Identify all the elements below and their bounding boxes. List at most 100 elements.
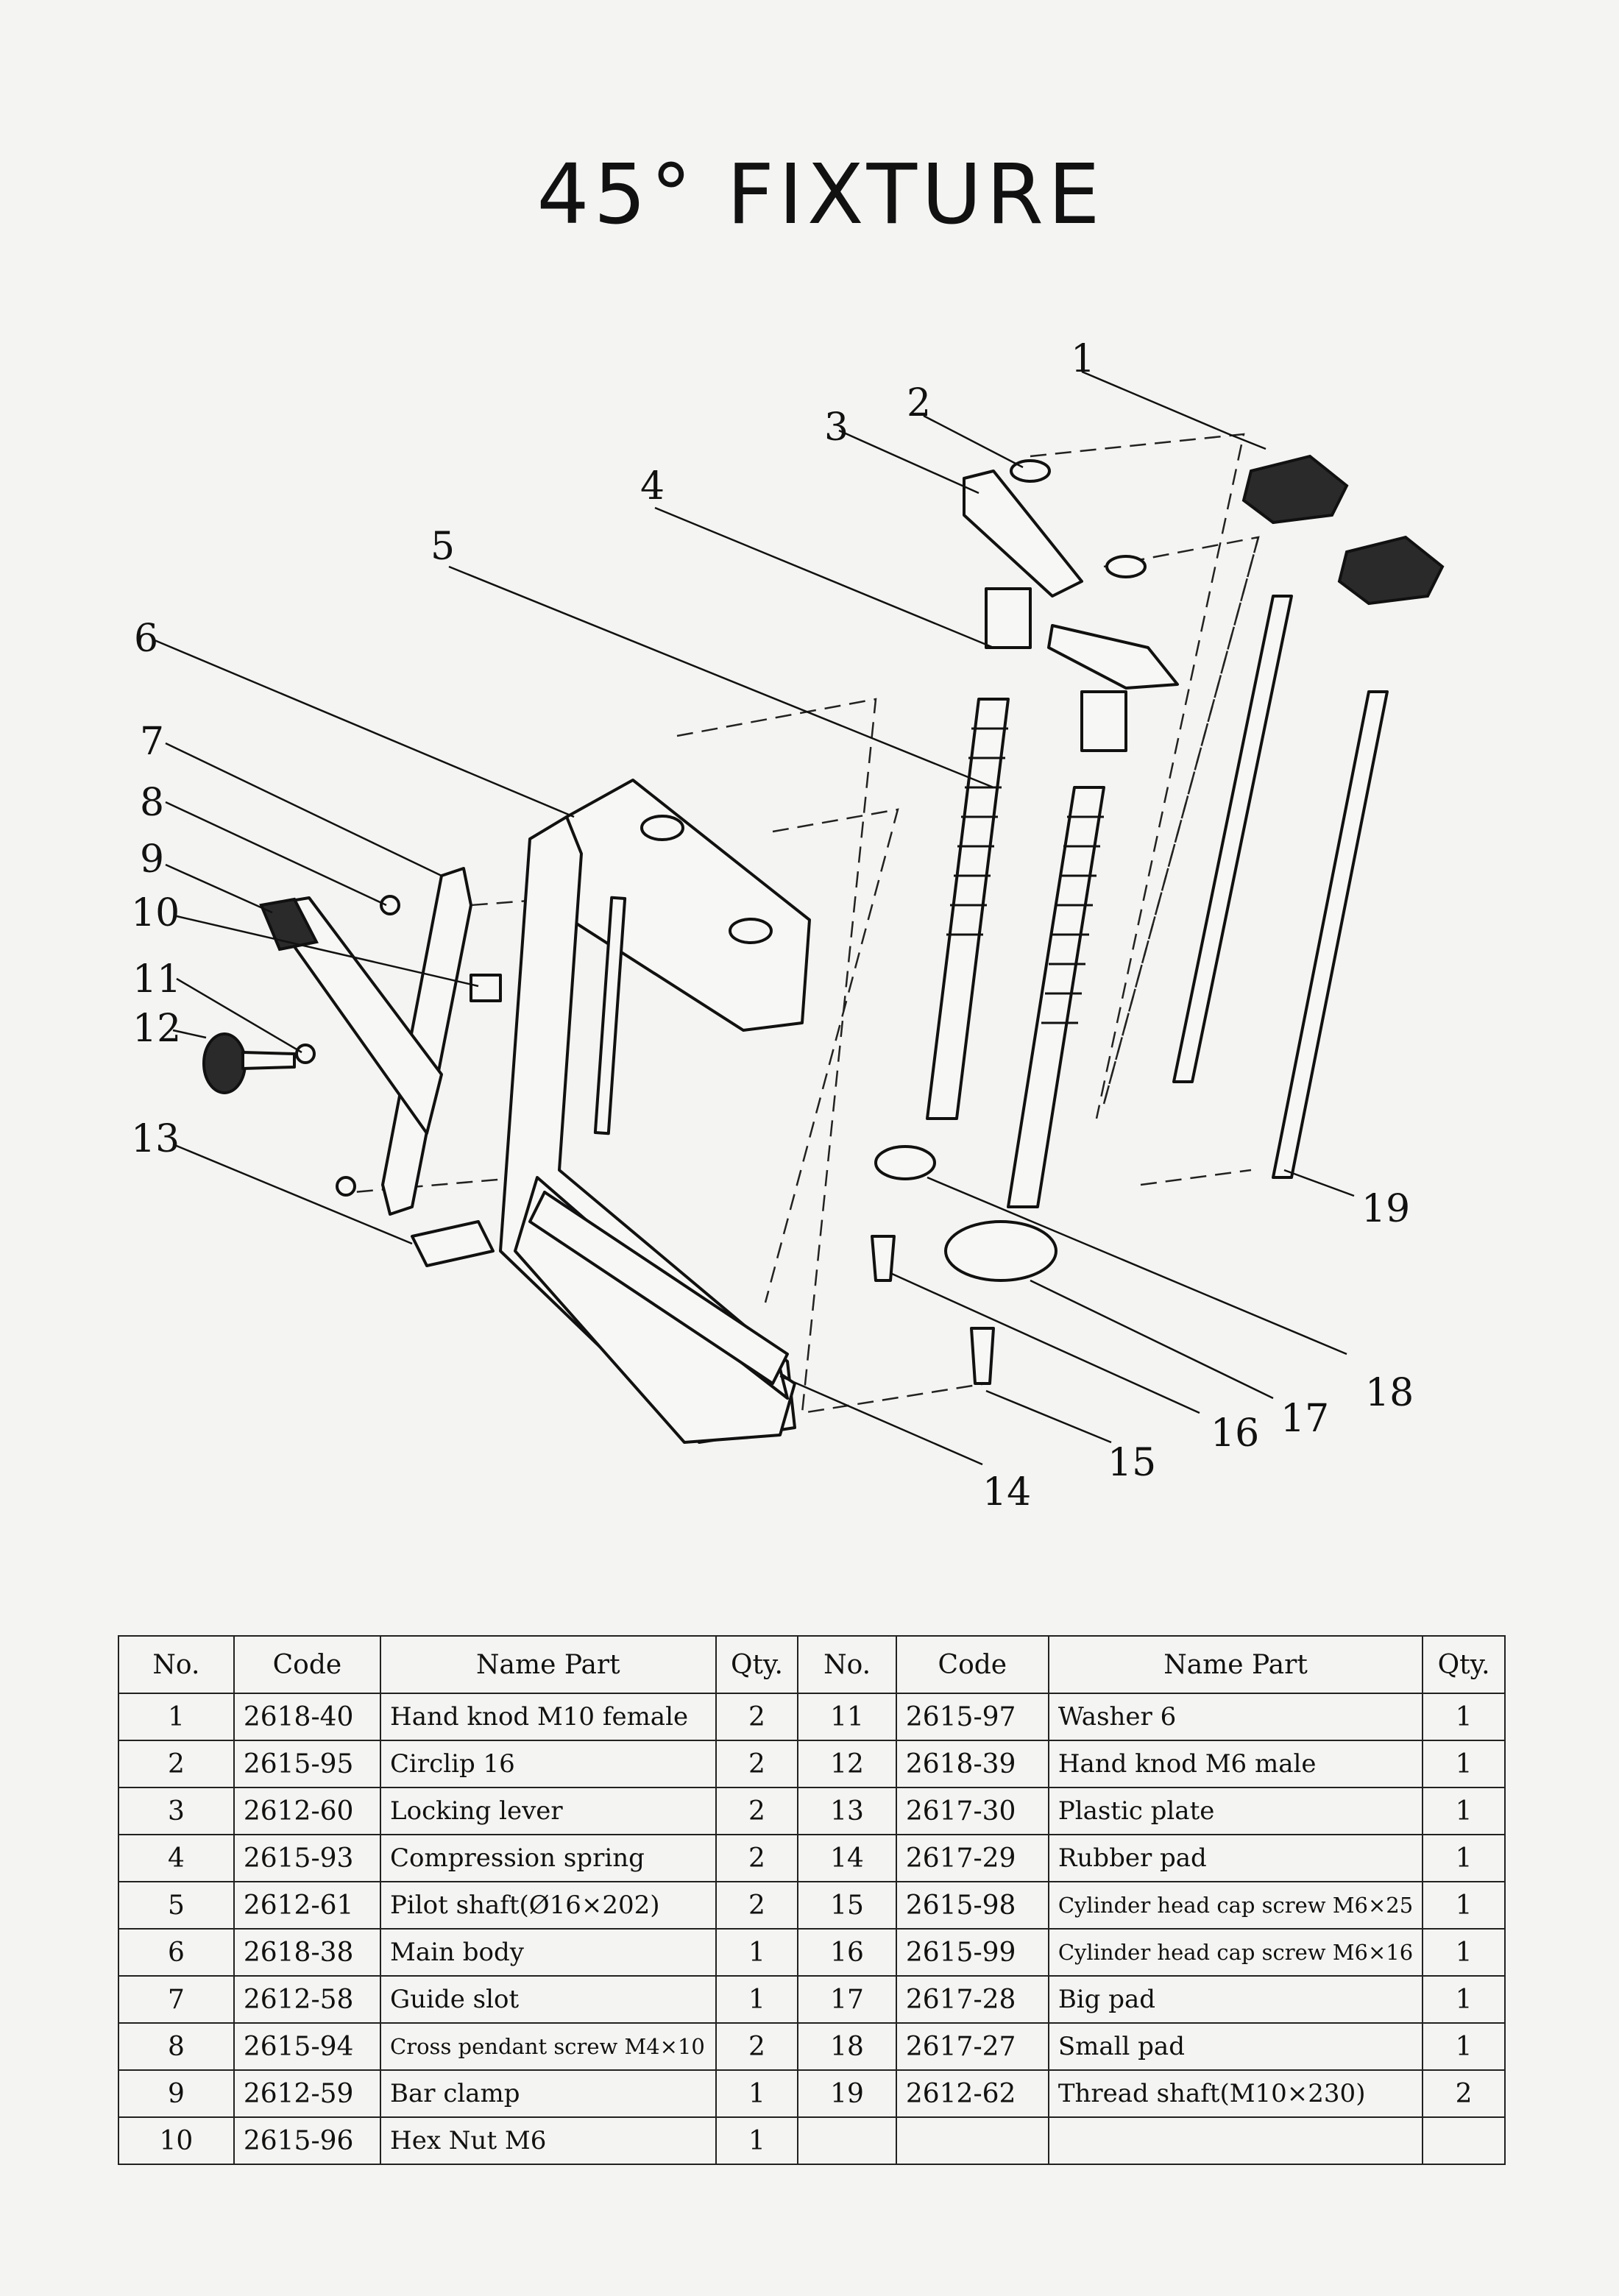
callout-9: 9 bbox=[140, 837, 164, 882]
cell-no: 18 bbox=[797, 2022, 897, 2071]
guide-slot-part bbox=[202, 867, 502, 1267]
cell-qty: 2 bbox=[715, 1881, 799, 1930]
cell-qty: 2 bbox=[715, 1834, 799, 1882]
cell-no: 13 bbox=[797, 1787, 897, 1835]
cell-code bbox=[895, 2116, 1049, 2165]
callout-14: 14 bbox=[982, 1470, 1031, 1514]
exploded-view-diagram: 1 2 3 4 5 6 7 8 9 10 11 12 13 14 15 16 1… bbox=[131, 337, 1445, 1514]
parts-list-table: No. Code Name Part Qty. No. Code Name Pa… bbox=[118, 1635, 1506, 2165]
cell-qty: 1 bbox=[1422, 1881, 1506, 1930]
cell-no: 14 bbox=[797, 1834, 897, 1882]
header-code-right: Code bbox=[895, 1635, 1049, 1694]
cell-name: Thread shaft(M10×230) bbox=[1047, 2069, 1424, 2118]
table-row: 8 2615-94 Cross pendant screw M4×10 2 18… bbox=[118, 2022, 1506, 2071]
cell-no: 11 bbox=[797, 1693, 897, 1741]
cell-name: Locking lever bbox=[380, 1787, 717, 1835]
callout-10: 10 bbox=[131, 891, 180, 935]
cell-code: 2615-96 bbox=[233, 2116, 382, 2165]
cell-qty: 1 bbox=[715, 2116, 799, 2165]
callout-12: 12 bbox=[132, 1007, 181, 1051]
cell-name: Plastic plate bbox=[1047, 1787, 1424, 1835]
table-row: 10 2615-96 Hex Nut M6 1 bbox=[118, 2116, 1506, 2165]
cell-no: 7 bbox=[118, 1975, 235, 2024]
cell-no: 12 bbox=[797, 1740, 897, 1788]
cell-qty: 2 bbox=[715, 1693, 799, 1741]
cell-name: Cylinder head cap screw M6×16 bbox=[1047, 1928, 1424, 1977]
cell-no: 2 bbox=[118, 1740, 235, 1788]
cell-name: Compression spring bbox=[380, 1834, 717, 1882]
callout-16: 16 bbox=[1211, 1411, 1259, 1456]
cell-code: 2617-29 bbox=[895, 1834, 1049, 1882]
cell-qty: 1 bbox=[1422, 1740, 1506, 1788]
cell-qty: 1 bbox=[715, 1975, 799, 2024]
table-header-row: No. Code Name Part Qty. No. Code Name Pa… bbox=[118, 1635, 1506, 1694]
callout-15: 15 bbox=[1108, 1441, 1156, 1485]
cell-no: 19 bbox=[797, 2069, 897, 2118]
pad-and-screw-parts bbox=[528, 1145, 1058, 1385]
locking-lever-parts bbox=[963, 459, 1179, 690]
cell-name: Cylinder head cap screw M6×25 bbox=[1047, 1881, 1424, 1930]
cell-name: Main body bbox=[380, 1928, 717, 1977]
callout-leaders bbox=[154, 370, 1355, 1466]
cell-code: 2612-60 bbox=[233, 1787, 382, 1835]
cell-name: Washer 6 bbox=[1047, 1693, 1424, 1741]
callout-2: 2 bbox=[907, 381, 931, 425]
cell-code: 2612-62 bbox=[895, 2069, 1049, 2118]
callout-18: 18 bbox=[1365, 1371, 1414, 1415]
cell-name: Big pad bbox=[1047, 1975, 1424, 2024]
cell-qty: 2 bbox=[1422, 2069, 1506, 2118]
callout-19: 19 bbox=[1361, 1187, 1410, 1231]
callout-8: 8 bbox=[140, 781, 164, 825]
callout-3: 3 bbox=[824, 405, 849, 450]
cell-no: 8 bbox=[118, 2022, 235, 2071]
cell-name: Pilot shaft(Ø16×202) bbox=[380, 1881, 717, 1930]
cell-qty: 1 bbox=[1422, 1928, 1506, 1977]
cell-qty: 1 bbox=[1422, 1975, 1506, 2024]
assembly-guides bbox=[353, 433, 1260, 1414]
table-row: 1 2618-40 Hand knod M10 female 2 11 2615… bbox=[118, 1693, 1506, 1741]
cell-no: 10 bbox=[118, 2116, 235, 2165]
cell-qty: 2 bbox=[715, 1740, 799, 1788]
header-name-right: Name Part bbox=[1047, 1635, 1424, 1694]
cell-name: Small pad bbox=[1047, 2022, 1424, 2071]
cell-code: 2612-59 bbox=[233, 2069, 382, 2118]
header-qty-left: Qty. bbox=[715, 1635, 799, 1694]
cell-no: 6 bbox=[118, 1928, 235, 1977]
cell-name: Rubber pad bbox=[1047, 1834, 1424, 1882]
table-row: 4 2615-93 Compression spring 2 14 2617-2… bbox=[118, 1834, 1506, 1882]
cell-code: 2617-28 bbox=[895, 1975, 1049, 2024]
cell-code: 2617-27 bbox=[895, 2022, 1049, 2071]
cell-qty: 2 bbox=[715, 1787, 799, 1835]
table-row: 6 2618-38 Main body 1 16 2615-99 Cylinde… bbox=[118, 1928, 1506, 1977]
cell-name bbox=[1047, 2116, 1424, 2165]
cell-code: 2617-30 bbox=[895, 1787, 1049, 1835]
pilot-shaft-parts bbox=[926, 587, 1127, 1208]
cell-code: 2618-38 bbox=[233, 1928, 382, 1977]
cell-code: 2615-94 bbox=[233, 2022, 382, 2071]
cell-name: Hand knod M10 female bbox=[380, 1693, 717, 1741]
cell-name: Hand knod M6 male bbox=[1047, 1740, 1424, 1788]
cell-no bbox=[797, 2116, 897, 2165]
callout-6: 6 bbox=[134, 617, 158, 661]
cell-no: 4 bbox=[118, 1834, 235, 1882]
cell-name: Guide slot bbox=[380, 1975, 717, 2024]
cell-code: 2615-93 bbox=[233, 1834, 382, 1882]
cell-qty: 1 bbox=[715, 2069, 799, 2118]
header-no-left: No. bbox=[118, 1635, 235, 1694]
header-name-left: Name Part bbox=[380, 1635, 717, 1694]
callout-4: 4 bbox=[640, 464, 665, 509]
cell-code: 2615-98 bbox=[895, 1881, 1049, 1930]
cell-code: 2612-58 bbox=[233, 1975, 382, 2024]
cell-code: 2615-95 bbox=[233, 1740, 382, 1788]
header-qty-right: Qty. bbox=[1422, 1635, 1506, 1694]
cell-name: Hex Nut M6 bbox=[380, 2116, 717, 2165]
table-row: 3 2612-60 Locking lever 2 13 2617-30 Pla… bbox=[118, 1787, 1506, 1835]
cell-no: 5 bbox=[118, 1881, 235, 1930]
cell-qty: 1 bbox=[1422, 1834, 1506, 1882]
callout-11: 11 bbox=[132, 957, 181, 1002]
header-no-right: No. bbox=[797, 1635, 897, 1694]
table-row: 2 2615-95 Circlip 16 2 12 2618-39 Hand k… bbox=[118, 1740, 1506, 1788]
table-row: 9 2612-59 Bar clamp 1 19 2612-62 Thread … bbox=[118, 2069, 1506, 2118]
cell-no: 1 bbox=[118, 1693, 235, 1741]
cell-qty: 1 bbox=[715, 1928, 799, 1977]
